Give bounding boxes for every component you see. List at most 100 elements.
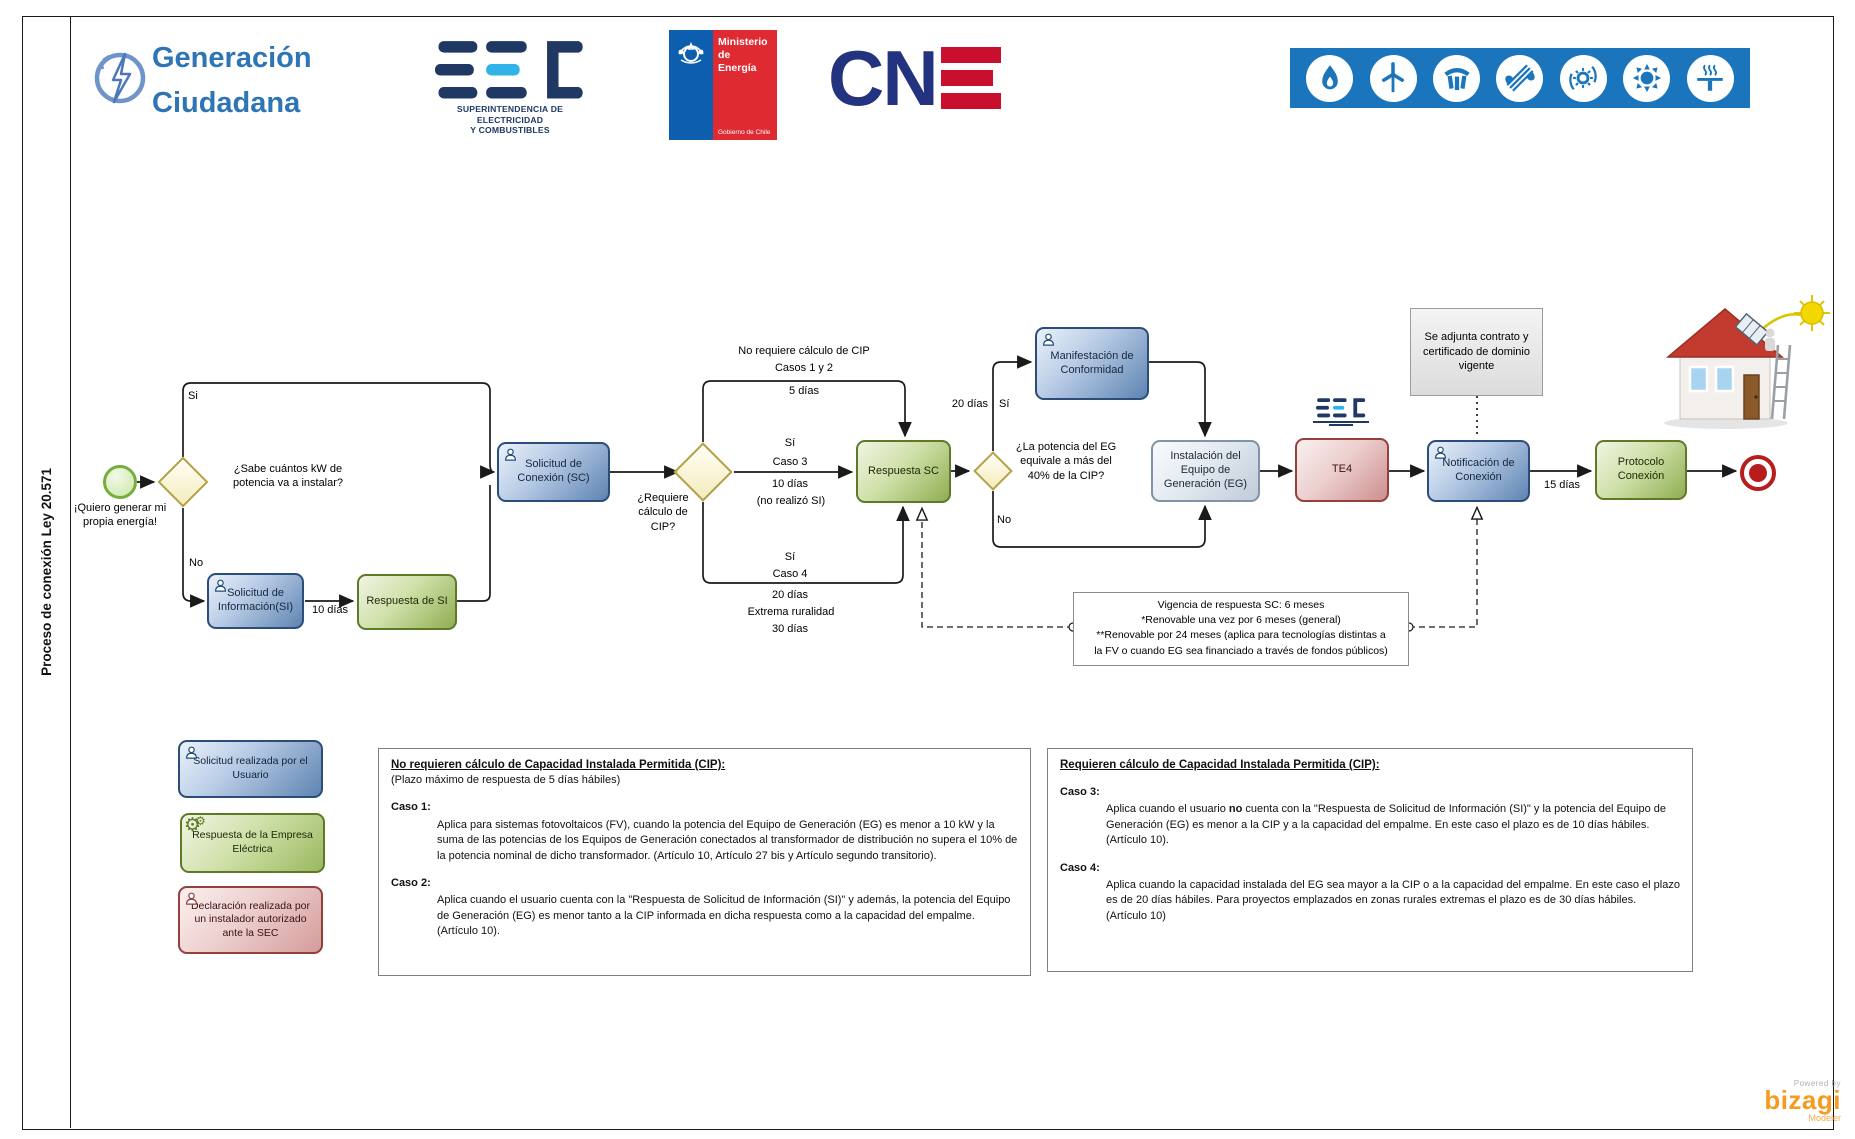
user-icon — [186, 746, 197, 759]
task-protocolo-conexion: Protocolo Conexión — [1595, 440, 1687, 500]
panel-left-title: No requieren cálculo de Capacidad Instal… — [391, 759, 726, 771]
gateway-potencia-40-question: ¿La potencia del EG equivale a más del 4… — [1015, 441, 1117, 482]
task-label: TE4 — [1331, 463, 1353, 476]
sec-caption-1: SUPERINTENDENCIA DE ELECTRICIDAD — [456, 104, 564, 125]
task-label: Respuesta SC — [868, 464, 939, 477]
label-branch-bot-si: Sí — [784, 551, 796, 563]
caso2-text: Aplica cuando el usuario cuenta con la "… — [437, 894, 1011, 938]
process-pool — [22, 16, 1834, 1130]
panel-requieren-cip: Requieren cálculo de Capacidad Instalada… — [1047, 748, 1693, 972]
cne-letters: CN — [828, 34, 939, 122]
task-respuesta-sc: Respuesta SC — [856, 440, 951, 503]
label-branch-mid-10dias: 10 días — [771, 478, 809, 490]
end-event — [1740, 455, 1776, 491]
bizagi-logo: bizagi — [1764, 1085, 1841, 1116]
caso4-text: Aplica cuando la capacidad instalada del… — [1106, 879, 1680, 922]
brand-line2: Ciudadana — [152, 86, 301, 119]
note-se-adjunta: Se adjunta contrato y certificado de dom… — [1410, 308, 1543, 396]
task-solicitud-informacion: Solicitud de Información(SI) — [207, 573, 304, 629]
label-branch-top-3: 5 días — [789, 385, 819, 397]
task-label: Solicitud de Conexión (SC) — [517, 458, 590, 484]
ministerio-energia-logo: Ministerio de Energía Gobierno de Chile — [669, 30, 777, 140]
task-label: Solicitud de Información(SI) — [217, 587, 294, 613]
user-icon — [1435, 446, 1446, 459]
label-15-dias: 15 días — [1543, 479, 1581, 491]
start-event — [103, 465, 137, 499]
lightning-circle-icon — [94, 52, 146, 104]
energy-icon-bar — [1290, 48, 1750, 108]
gateway-know-kw-question: ¿Sabe cuántos kW de potencia va a instal… — [232, 463, 344, 490]
coat-of-arms-icon — [678, 41, 704, 64]
user-icon — [1043, 333, 1054, 346]
legend-company: ⚙⚙ Respuesta de la Empresa Eléctrica — [180, 813, 325, 873]
start-event-label: ¡Quiero generar mi propia energía! — [73, 502, 167, 529]
bizagi-watermark: Powered by bizagi Modeler — [1764, 1079, 1841, 1123]
sec-caption-2: Y COMBUSTIBLES — [470, 125, 550, 136]
task-label: Instalación del Equipo de Generación (EG… — [1163, 450, 1248, 490]
label-no-3: No — [997, 514, 1012, 526]
gateway-requiere-cip-question: ¿Requiere cálculo de CIP? — [637, 492, 689, 533]
sec-logo: SUPERINTENDENCIA DE ELECTRICIDAD Y COMBU… — [430, 40, 590, 136]
caso3-text: Aplica cuando el usuario no cuenta con l… — [1106, 803, 1666, 847]
sun-illustration — [1794, 295, 1830, 331]
solar-swirl-icon — [1559, 54, 1607, 102]
task-notificacion-conexion: Notificación de Conexión — [1427, 440, 1530, 502]
label-branch-bot-20dias: 20 días — [771, 589, 809, 601]
cne-logo: CN — [828, 34, 1001, 122]
task-label: Manifestación de Conformidad — [1050, 349, 1134, 376]
task-solicitud-conexion: Solicitud de Conexión (SC) — [497, 442, 610, 502]
vigencia-line2: *Renovable una vez por 6 meses (general) — [1141, 614, 1341, 627]
label-20-dias: 20 días — [951, 398, 988, 410]
flag-red-field: Ministerio de Energía Gobierno de Chile — [713, 30, 777, 140]
vigencia-line1: Vigencia de respuesta SC: 6 meses — [1157, 599, 1325, 611]
vigencia-line3: **Renovable por 24 meses (aplica para te… — [1096, 629, 1386, 642]
gas-flame-icon — [1306, 54, 1354, 102]
ministerio-line2: Energía — [718, 62, 757, 75]
label-branch-mid-caso3: Caso 3 — [772, 456, 808, 468]
task-label: Notificación de Conexión — [1442, 457, 1515, 483]
panel-left-subtitle: (Plazo máximo de respuesta de 5 días háb… — [391, 774, 621, 787]
brand-line1: Generación — [152, 42, 312, 74]
label-yes-3: Sí — [999, 398, 1010, 410]
sun-icon — [1623, 54, 1671, 102]
task-instalacion-eg: Instalación del Equipo de Generación (EG… — [1151, 440, 1260, 502]
task-respuesta-si: Respuesta de SI — [357, 574, 457, 630]
cne-e-bars — [940, 45, 1001, 111]
label-branch-mid-si: Sí — [784, 437, 796, 449]
user-icon — [215, 579, 226, 592]
sec-logo-mark — [435, 41, 583, 99]
caso2-label: Caso 2: — [391, 877, 431, 890]
vigencia-line4: la FV o cuando EG sea financiado a travé… — [1094, 644, 1388, 657]
note-text: Se adjunta contrato y certificado de dom… — [1422, 330, 1530, 373]
flag-blue-field — [669, 30, 713, 140]
label-branch-mid-norealizo: (no realizó SI) — [756, 495, 826, 507]
label-no-1: No — [189, 557, 204, 569]
label-yes-1: Si — [188, 390, 198, 402]
label-branch-top-2: Casos 1 y 2 — [774, 362, 834, 374]
legend-user-label: Solicitud realizada por el Usuario — [193, 755, 308, 781]
label-branch-top-1: No requiere cálculo de CIP — [738, 345, 870, 357]
ministerio-line1: Ministerio de — [718, 36, 768, 62]
legend-user: Solicitud realizada por el Usuario — [178, 740, 323, 798]
caso4-label: Caso 4: — [1060, 861, 1100, 874]
user-icon — [505, 448, 516, 461]
sec-mini-logo — [1307, 398, 1375, 426]
generacion-ciudadana-logo — [93, 38, 147, 121]
lane-header: Proceso de conexión Ley 20.571 — [22, 16, 71, 1128]
caso1-text: Aplica para sistemas fotovoltaicos (FV),… — [437, 818, 1018, 862]
house-solar-illustration — [1664, 295, 1830, 429]
label-branch-bot-extrema: Extrema ruralidad — [747, 606, 835, 618]
modeler-label: Modeler — [1808, 1113, 1841, 1123]
hydro-columns-icon — [1433, 54, 1481, 102]
task-label: Protocolo Conexión — [1617, 456, 1665, 482]
legend-company-label: Respuesta de la Empresa Eléctrica — [192, 829, 313, 855]
caso1-label: Caso 1: — [391, 801, 431, 814]
pipeline-stripes-icon — [1496, 54, 1544, 102]
wind-turbine-icon — [1369, 54, 1417, 102]
note-vigencia: Vigencia de respuesta SC: 6 meses *Renov… — [1073, 592, 1409, 666]
legend-installer: Declaración realizada por un instalador … — [178, 886, 323, 954]
panel-no-requieren-cip: No requieren cálculo de Capacidad Instal… — [378, 748, 1031, 976]
user-icon — [186, 892, 197, 905]
label-branch-bot-30dias: 30 días — [771, 623, 809, 635]
task-manifestacion-conformidad: Manifestación de Conformidad — [1035, 327, 1149, 400]
